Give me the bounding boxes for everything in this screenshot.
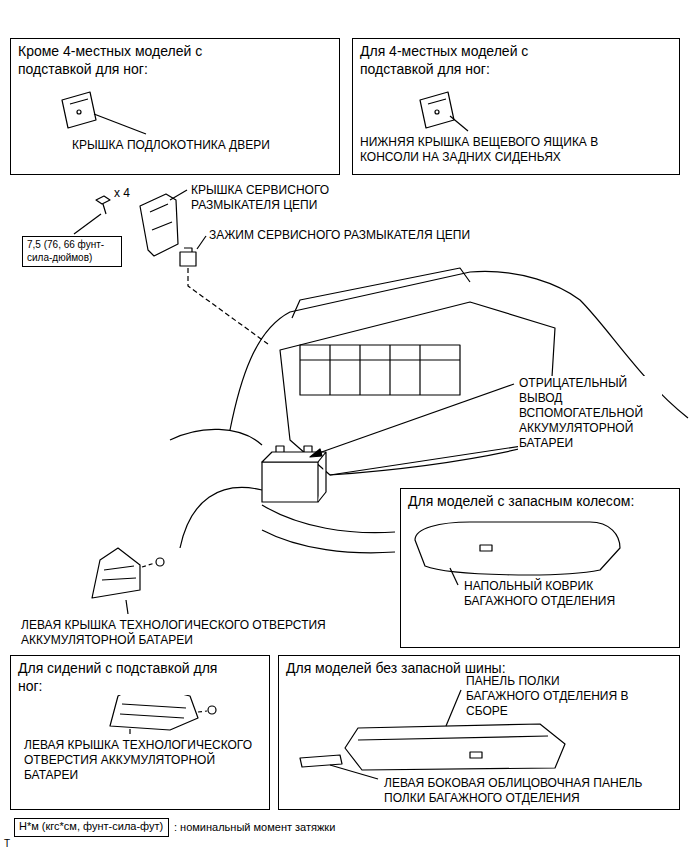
leader-line: [94, 114, 146, 134]
leader-line: [170, 190, 187, 200]
aux-battery: [262, 462, 318, 502]
torque-box: 7,5 (76, 66 фунт-сила-дюймов): [22, 236, 122, 267]
part-name: ЛЕВАЯ КРЫШКА ТЕХНОЛОГИЧЕСКОГО ОТВЕРСТИЯ …: [20, 618, 382, 648]
panel-heading: Для моделей с запасным колесом:: [407, 493, 635, 511]
condition-panel: Кроме 4-местных моделей с подставкой для…: [10, 38, 340, 175]
leader-line: [126, 600, 128, 614]
leader-line: [129, 729, 130, 734]
hv-battery-pack: [300, 345, 460, 395]
screw: [208, 706, 216, 714]
service-plug-grip: [180, 248, 196, 266]
leader-line: [330, 765, 378, 779]
torque-legend-box: Н*м (кгс*см, фунт-сила-фут): [14, 818, 169, 837]
screw: [156, 558, 164, 566]
bumper: [262, 505, 395, 553]
leader-line: [197, 236, 206, 249]
rear-seat: [292, 268, 470, 318]
dashed-guide: [198, 711, 207, 712]
clip-hole: [435, 110, 439, 114]
part-name: НАПОЛЬНЫЙ КОВРИК БАГАЖНОГО ОТДЕЛЕНИЯ: [463, 579, 665, 609]
arrow-head: [310, 449, 322, 457]
console-cover: [420, 92, 454, 128]
panel-heading: Для сидений с подставкой для ног:: [17, 660, 234, 695]
part-name: КРЫШКА СЕРВИСНОГО РАЗМЫКАТЕЛЯ ЦЕПИ: [190, 183, 352, 213]
aux-battery-top: [262, 452, 326, 502]
deck-handle: [470, 752, 482, 758]
part-name: ЛЕВАЯ БОКОВАЯ ОБЛИЦОВОЧНАЯ ПАНЕЛЬ ПОЛКИ …: [383, 776, 675, 806]
part-name: ЗАЖИМ СЕРВИСНОГО РАЗМЫКАТЕЛЯ ЦЕПИ: [208, 228, 471, 243]
trunk-opening: [280, 302, 555, 475]
rear-panel: [330, 442, 548, 475]
battery-terminal: [276, 446, 312, 452]
leader-line: [450, 568, 458, 585]
clip-hole: [77, 110, 81, 114]
leader-line: [316, 384, 514, 454]
wheel-arch: [180, 487, 262, 548]
torque-value: 7,5 (76, 66 фунт-сила-дюймов): [26, 239, 118, 264]
legend-note: : номинальный момент затяжки: [173, 821, 336, 835]
figure-id: T: [3, 838, 11, 851]
bolt: [96, 196, 110, 214]
quantity: x 4: [113, 186, 131, 201]
dashed-guide: [142, 563, 155, 567]
mat-handle: [480, 545, 492, 551]
side-trim-panel: [300, 755, 342, 767]
battery-hole-cover: [92, 548, 140, 598]
panel-heading: Для 4-местных моделей с подставкой для н…: [359, 43, 561, 78]
dashed-guide: [188, 268, 268, 344]
service-plug-cover: [140, 194, 178, 256]
condition-panel: Для моделей с запасным колесом: НАПОЛЬНЫЙ…: [400, 488, 680, 648]
part-name: ЛЕВАЯ КРЫШКА ТЕХНОЛОГИЧЕСКОГО ОТВЕРСТИЯ …: [23, 738, 265, 783]
panel-heading: Кроме 4-местных моделей с подставкой для…: [17, 43, 219, 78]
condition-panel: Для 4-местных моделей с подставкой для н…: [352, 38, 680, 175]
floor-mat: [415, 522, 620, 575]
part-name: НИЖНЯЯ КРЫШКА ВЕЩЕВОГО ЯЩИКА В КОНСОЛИ Н…: [359, 135, 631, 165]
leader-line: [450, 116, 468, 131]
part-name: КРЫШКА ПОДЛОКОТНИКА ДВЕРИ: [71, 138, 271, 153]
fender: [170, 429, 262, 445]
deck-board: [345, 724, 565, 770]
part-name: ПАНЕЛЬ ПОЛКИ БАГАЖНОГО ОТДЕЛЕНИЯ В СБОРЕ: [465, 674, 637, 719]
condition-panel: Для моделей без запасной шины:ПАНЕЛЬ ПОЛ…: [278, 655, 680, 810]
leader-line: [74, 214, 101, 234]
condition-panel: Для сидений с подставкой для ног: ЛЕВАЯ К…: [10, 655, 270, 810]
armrest-cover: [62, 92, 96, 128]
part-name: ОТРИЦАТЕЛЬНЫЙ ВЫВОД ВСПОМОГАТЕЛЬНОЙ АККУ…: [518, 376, 662, 451]
torque-unit: Н*м (кгс*см, фунт-сила-фут): [18, 820, 164, 834]
leader-line: [446, 690, 461, 726]
